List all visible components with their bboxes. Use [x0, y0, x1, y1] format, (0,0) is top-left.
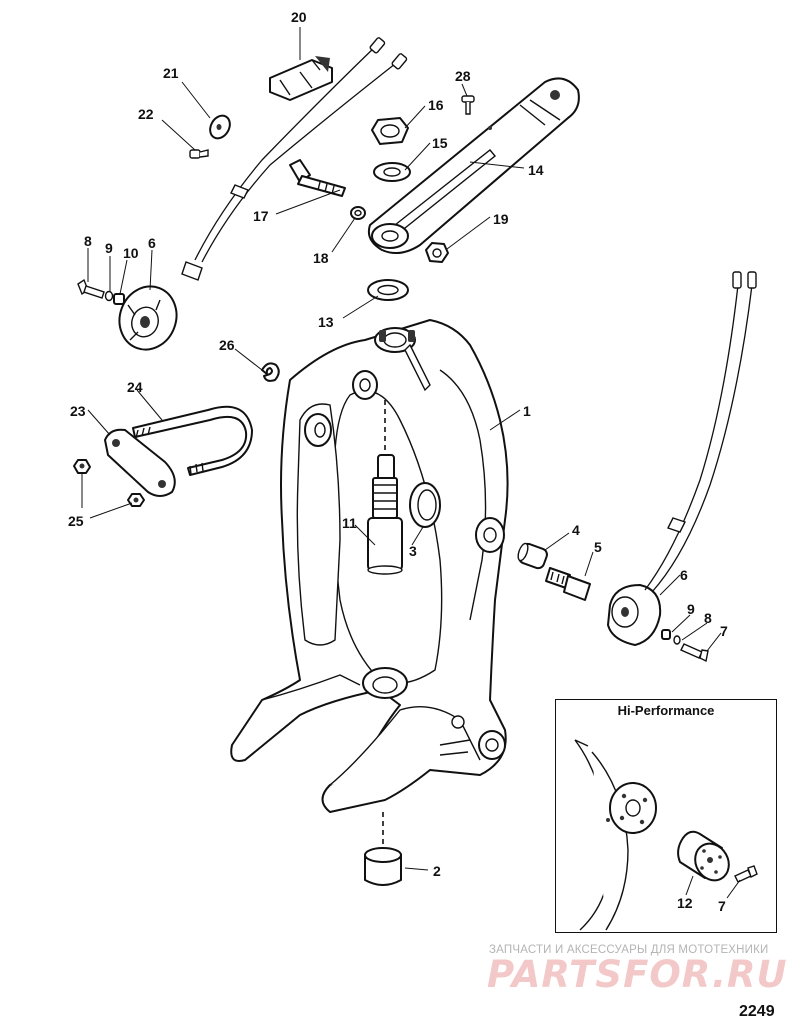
callout-1: 1: [523, 403, 531, 419]
diagram-number: 2249: [739, 1003, 775, 1020]
u-bolt-24: [132, 405, 253, 476]
steering-lever-14: [367, 77, 580, 255]
callout-5: 5: [594, 539, 602, 555]
trim-sender-harness: [181, 37, 408, 281]
retainer-26: [261, 362, 280, 382]
callout-18: 18: [313, 250, 329, 266]
callout-25-a: 25: [68, 513, 84, 529]
callout-14: 14: [528, 162, 544, 178]
callout-21: 21: [163, 65, 179, 81]
callout-2: 2: [433, 863, 441, 879]
callout-16: 16: [428, 97, 444, 113]
leader-lines: [81, 27, 741, 899]
callout-8-left: 9: [105, 240, 113, 256]
watermark-tagline: ЗАПЧАСТИ И АКСЕССУАРЫ ДЛЯ МОТОТЕХНИКИ: [489, 944, 769, 956]
ring-13: [367, 279, 409, 301]
callout-9-left: 10: [123, 245, 139, 261]
plate-23: [104, 428, 176, 497]
washer-8-left: [104, 290, 114, 302]
nut-19: [425, 242, 449, 263]
screw-22: [189, 149, 209, 159]
nut-25-b: [127, 493, 145, 507]
callout-7-right: 7: [720, 623, 728, 639]
bushing-9-left: [113, 293, 125, 305]
bushing-4: [517, 542, 548, 570]
callout-26: 26: [219, 337, 235, 353]
callout-17: 17: [253, 208, 269, 224]
callout-22: 22: [138, 106, 154, 122]
callout-6-right: 6: [680, 567, 688, 583]
callout-10: 12: [677, 895, 693, 911]
bushing-2: [364, 812, 402, 886]
callout-8-right: 8: [704, 610, 712, 626]
callout-23: 23: [70, 403, 86, 419]
callout-24: 24: [127, 379, 143, 395]
callout-9-right: 9: [687, 601, 695, 617]
callout-4: 4: [572, 522, 580, 538]
screw-28: [461, 95, 475, 115]
bushing-3: [409, 482, 441, 528]
screw-7-left: [77, 278, 105, 299]
screw-11: [734, 865, 758, 883]
adapter-5: [545, 567, 591, 601]
plate-21: [209, 114, 231, 140]
hi-performance-inset-art: [574, 739, 758, 931]
callout-3: 3: [409, 543, 417, 559]
trim-sender-left-6: [118, 285, 178, 351]
nut-16: [371, 117, 409, 145]
adapter-10: [677, 830, 730, 882]
hi-performance-inset: Hi-Performance: [555, 699, 777, 933]
callout-28: 28: [455, 68, 471, 84]
swivel-pin-12: [367, 400, 403, 575]
bolt-17: [289, 159, 346, 197]
wire-clip-20: [269, 56, 333, 101]
washer-15: [373, 162, 411, 182]
callout-6-left: 6: [148, 235, 156, 251]
right-harness: [644, 271, 757, 593]
callout-12: 11: [342, 515, 357, 531]
washer-18: [350, 206, 366, 220]
inset-title: Hi-Performance: [617, 703, 715, 718]
callout-15: 15: [432, 135, 448, 151]
screw-7-right: [680, 643, 709, 663]
bushing-9-right: [661, 629, 671, 640]
callout-20: 20: [291, 9, 307, 25]
callout-19: 19: [493, 211, 509, 227]
callout-numbers: 20 21 22 28 16 15 14 17 18 19 13 8 9 10 …: [68, 9, 728, 914]
nut-25-a: [73, 459, 91, 474]
callout-7-left: 8: [84, 233, 92, 249]
watermark-logo: PARTSFOR.RU: [487, 953, 788, 996]
washer-8-right: [673, 635, 681, 645]
trim-sender-right-6: [607, 584, 662, 646]
callout-11: 7: [718, 898, 726, 914]
callout-13: 13: [318, 314, 334, 330]
